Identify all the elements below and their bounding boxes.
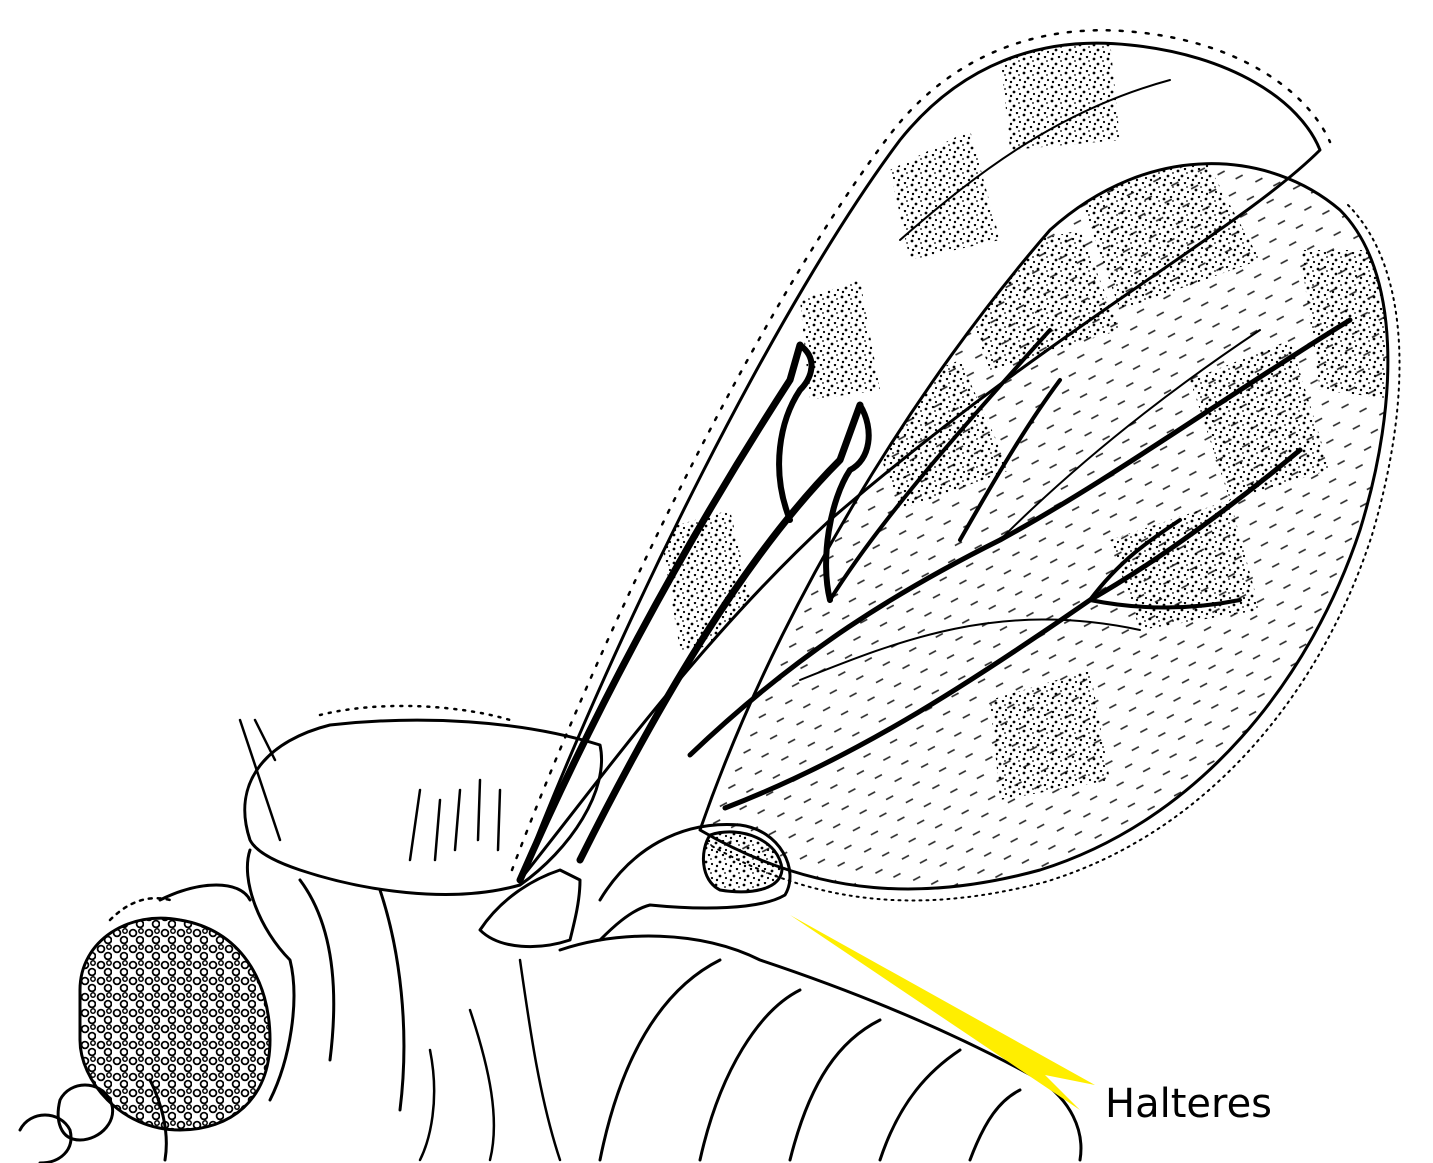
halteres-pointer <box>790 915 1095 1110</box>
hind-wing <box>680 140 1420 920</box>
insect-head <box>20 898 270 1163</box>
halteres-label: Halteres <box>1105 1081 1272 1127</box>
